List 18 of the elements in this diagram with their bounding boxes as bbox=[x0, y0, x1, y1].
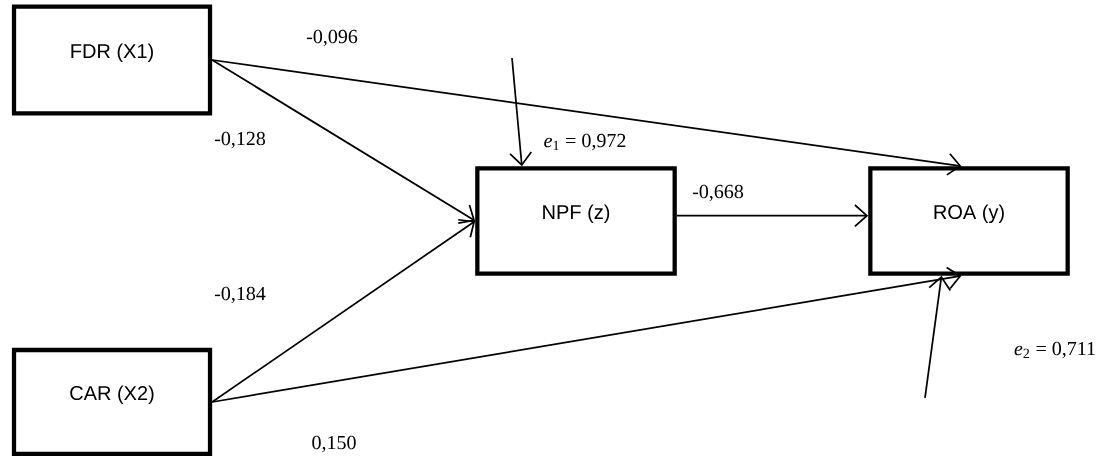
arrow bbox=[211, 266, 962, 403]
edge-label: 0,150 bbox=[310, 434, 358, 454]
arrow bbox=[211, 59, 962, 176]
arrow bbox=[211, 218, 476, 403]
edge-label: -0,128 bbox=[212, 130, 268, 150]
edge-label: e$_{2}$ = 0,711 bbox=[1012, 340, 1098, 360]
variable-box: ROA (y) bbox=[868, 166, 1070, 276]
arrow bbox=[509, 57, 533, 167]
arrow bbox=[924, 275, 952, 399]
edge-label: -0,668 bbox=[690, 183, 746, 203]
variable-box: FDR (X1) bbox=[11, 4, 213, 116]
edge-label: -0,184 bbox=[212, 285, 268, 305]
variable-box: NPF (z) bbox=[475, 166, 677, 276]
arrow bbox=[211, 59, 476, 224]
edge-label: e$_{1}$ = 0,972 bbox=[542, 132, 628, 152]
variable-box: CAR (X2) bbox=[11, 347, 213, 457]
edge-label: -0,096 bbox=[304, 28, 360, 48]
arrow bbox=[675, 204, 869, 228]
